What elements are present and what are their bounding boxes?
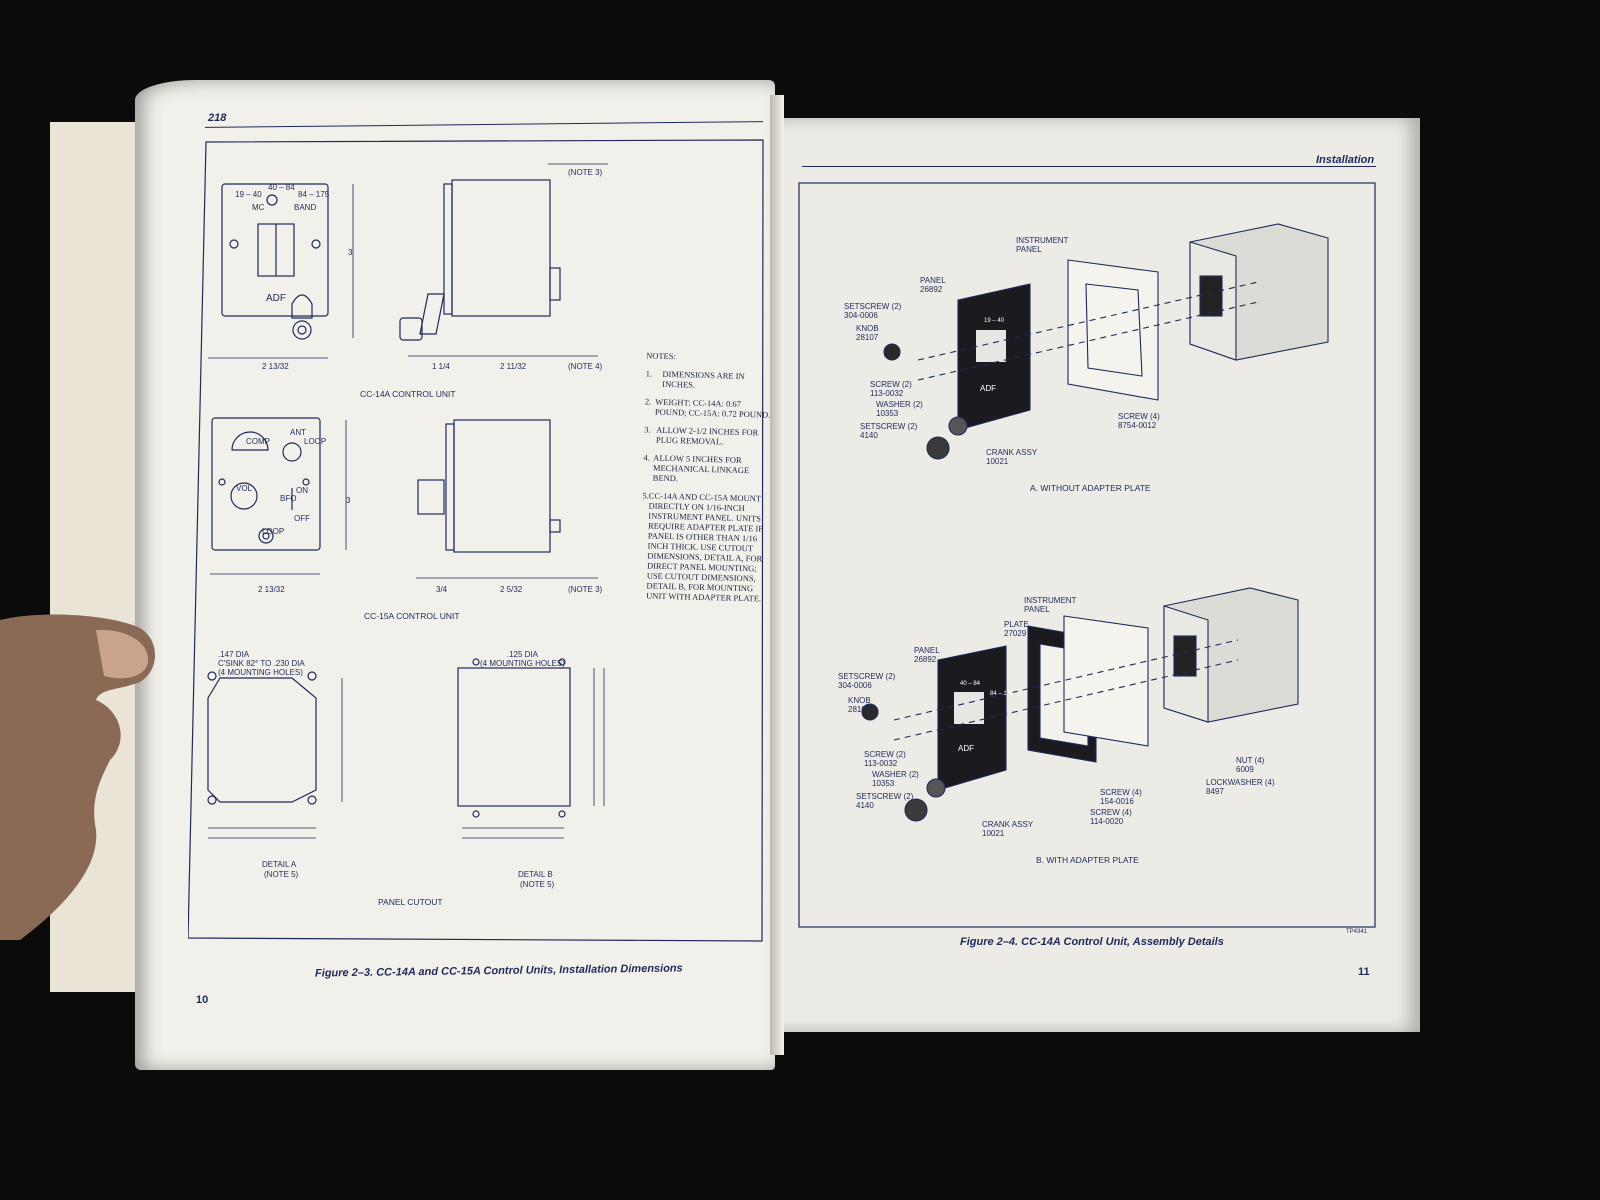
view-b-label-screw-4: SCREW (4) 154-0016	[1100, 788, 1142, 806]
tp-code: TP4341	[1346, 929, 1368, 935]
notes-block: NOTES: 1.DIMENSIONS ARE IN INCHES. 2.WEI…	[640, 350, 773, 603]
dim-note3-top: (NOTE 3)	[568, 168, 603, 177]
book-gutter	[770, 95, 784, 1055]
detail-b-hole-note: .125 DIA (4 MOUNTING HOLES)	[480, 650, 565, 668]
right-page-footer-number: 11	[1358, 966, 1370, 978]
dim-note4: (NOTE 4)	[568, 362, 603, 371]
view-a-exploded-assembly	[883, 223, 1329, 460]
note-item-3: 3.ALLOW 2-1/2 INCHES FOR PLUG REMOVAL.	[644, 424, 759, 447]
left-page-header-number: 218	[208, 112, 227, 124]
detail-a-hole-note: .147 DIA C'SINK 82° TO .230 DIA (4 MOUNT…	[218, 650, 305, 677]
right-drawing-frame	[798, 182, 1376, 928]
detail-b-note: (NOTE 5)	[520, 880, 555, 889]
view-a-label-knob: KNOB 28107	[856, 324, 879, 342]
dim-cc15a-depth: 2 5/32	[500, 585, 523, 594]
dim-cc14a-depth: 2 11/32	[500, 362, 527, 371]
right-page-header-title: Installation	[1316, 154, 1375, 166]
dim-cc15a-height: 3	[346, 496, 351, 505]
view-b-label-crank-assy: CRANK ASSY 10021	[982, 820, 1034, 838]
panel-cutout-title: PANEL CUTOUT	[378, 897, 443, 907]
panel-face-b-adf: ADF	[958, 744, 974, 753]
view-a-label-washer: WASHER (2) 10353	[876, 400, 923, 418]
left-page-footer-number: 10	[196, 994, 209, 1006]
view-b-label-setscrew-2: SETSCREW (2) 4140	[856, 792, 914, 810]
cc15a-on-label: ON	[296, 486, 308, 495]
cc14a-band-label-1: 19 – 40	[235, 190, 262, 199]
panel-face-b-range-2: 84 – 175	[990, 691, 1014, 697]
view-b-label-setscrew: SETSCREW (2) 304-0006	[838, 672, 896, 690]
right-header-rule	[802, 166, 1376, 167]
cc14a-band-label-3: 84 – 175	[298, 190, 330, 199]
cc14a-band-label-2: 40 – 84	[268, 183, 295, 192]
left-page	[135, 80, 775, 1070]
cc15a-loop-label: LOOP	[304, 437, 327, 446]
panel-face-a-range: 19 – 40	[984, 318, 1005, 324]
note-item-5: 5.CC-14A AND CC-15A MOUNT DIRECTLY ON 1/…	[642, 490, 764, 604]
note-item-4: 4.ALLOW 5 INCHES FOR MECHANICAL LINKAGE …	[643, 452, 750, 484]
dim-cc15a-width: 2 13/32	[258, 585, 285, 594]
detail-b-cutout	[457, 658, 605, 839]
cc14a-adf-label: ADF	[266, 293, 286, 304]
dim-cc14a-width: 2 13/32	[262, 362, 289, 371]
view-a-label-screw-4: SCREW (4) 8754-0012	[1118, 412, 1160, 430]
dim-cc14a-height: 3	[348, 248, 353, 257]
view-b-exploded-assembly	[861, 587, 1299, 822]
view-b-label-panel: PANEL 26892	[914, 646, 940, 664]
view-b-label-screw-4b: SCREW (4) 114-0020	[1090, 808, 1132, 826]
left-drawing-frame	[188, 139, 764, 942]
cc14a-side-view	[399, 163, 608, 357]
view-a-title: A. WITHOUT ADAPTER PLATE	[1030, 483, 1151, 493]
cc14a-band-label: BAND	[294, 203, 317, 212]
cc15a-side-view	[416, 419, 598, 579]
view-a-label-setscrew-2: SETSCREW (2) 4140	[860, 422, 918, 440]
dim-note3-bottom: (NOTE 3)	[568, 585, 603, 594]
panel-face-b-range: 40 – 84	[960, 681, 981, 687]
hand-holding-book	[0, 614, 155, 940]
view-a-label-screw: SCREW (2) 113-0032	[870, 380, 912, 398]
cc15a-title: CC-15A CONTROL UNIT	[364, 611, 460, 621]
view-b-label-washer: WASHER (2) 10353	[872, 770, 919, 788]
detail-a-note: (NOTE 5)	[264, 870, 299, 879]
cc15a-off-label: OFF	[294, 514, 310, 523]
note-item-1: 1.DIMENSIONS ARE IN INCHES.	[645, 368, 745, 390]
cc15a-bfo-label: BFO	[280, 494, 297, 503]
view-a-label-setscrew: SETSCREW (2) 304-0006	[844, 302, 902, 320]
view-b-label-instrument-panel: INSTRUMENT PANEL	[1024, 596, 1077, 614]
view-b-title: B. WITH ADAPTER PLATE	[1036, 855, 1139, 865]
dim-cc15a-front-depth: 3/4	[436, 585, 448, 594]
cc14a-mc-label: MC	[252, 203, 265, 212]
view-a-label-panel: PANEL 26892	[920, 276, 946, 294]
cc14a-front-view	[208, 183, 354, 359]
cc15a-loop-label-2: LOOP	[262, 527, 285, 536]
detail-a-cutout	[207, 671, 343, 839]
cc14a-title: CC-14A CONTROL UNIT	[360, 389, 456, 399]
view-b-label-plate: PLATE 27029	[1004, 620, 1029, 638]
cc15a-vol-label: VOL	[236, 484, 253, 493]
detail-a-title: DETAIL A	[262, 860, 297, 869]
view-b-label-lockwasher: LOCKWASHER (4) 8497	[1206, 778, 1275, 796]
notes-heading: NOTES:	[646, 350, 677, 362]
right-figure-caption: Figure 2–4. CC-14A Control Unit, Assembl…	[960, 936, 1224, 948]
view-b-label-screw: SCREW (2) 113-0032	[864, 750, 906, 768]
view-a-label-instrument-panel: INSTRUMENT PANEL	[1016, 236, 1069, 254]
dim-cc14a-front-depth: 1 1/4	[432, 362, 450, 371]
cc15a-front-view	[210, 417, 347, 575]
cc15a-ant-label: ANT	[290, 428, 306, 437]
detail-b-title: DETAIL B	[518, 870, 553, 879]
cc15a-comp-label: COMP	[246, 437, 270, 446]
view-a-label-crank-assy: CRANK ASSY 10021	[986, 448, 1038, 466]
view-b-label-knob: KNOB 28107	[848, 696, 871, 714]
panel-face-a-adf: ADF	[980, 384, 996, 393]
note-item-2: 2.WEIGHT: CC-14A: 0.67 POUND; CC-15A: 0.…	[644, 396, 771, 420]
view-b-label-nut: NUT (4) 6009	[1236, 756, 1265, 774]
